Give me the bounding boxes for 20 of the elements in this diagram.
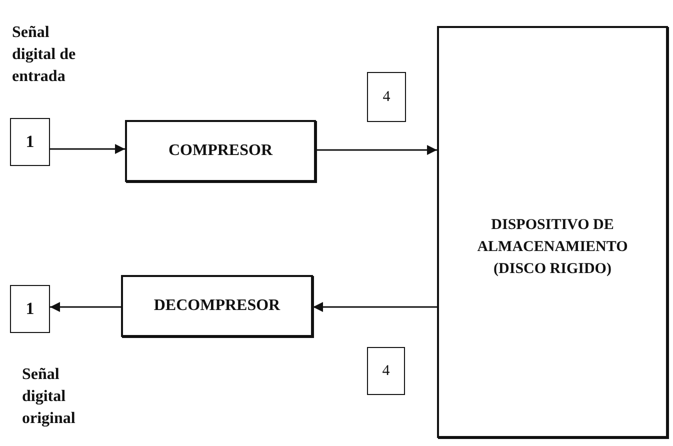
box-label: DISPOSITIVO DE ALMACENAMIENTO (DISCO RIGIDO): [476, 216, 629, 279]
signal-caption: Señal digital de entrada: [12, 23, 77, 87]
box-label: 1: [26, 299, 34, 319]
process-box: [121, 275, 313, 337]
box-label: 4: [382, 362, 390, 380]
signal-caption: Señal digital original: [22, 365, 76, 429]
process-box: [125, 120, 316, 182]
arrow: [50, 302, 121, 312]
arrow: [313, 302, 437, 312]
box-label: DECOMPRESOR: [154, 297, 280, 315]
process-box: [367, 72, 406, 122]
arrow: [50, 144, 125, 154]
box-label: 4: [382, 88, 390, 106]
arrow: [316, 145, 437, 155]
box-label: COMPRESOR: [168, 142, 272, 160]
process-box: [367, 347, 405, 395]
process-box: [437, 26, 668, 438]
box-label: 1: [26, 132, 34, 152]
process-box: [10, 285, 50, 333]
process-box: [10, 118, 50, 166]
